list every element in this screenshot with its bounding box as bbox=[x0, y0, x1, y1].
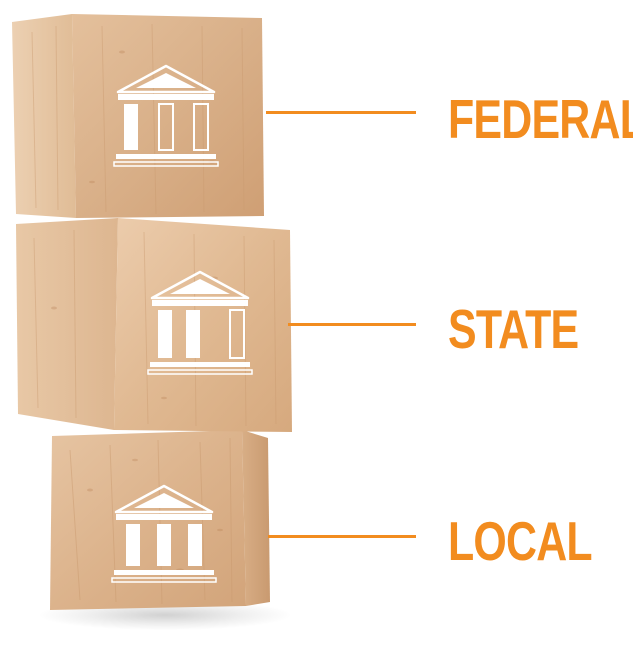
government-building-icon bbox=[113, 64, 219, 167]
connector-line-state bbox=[288, 323, 416, 326]
wood-block-federal bbox=[12, 12, 268, 226]
level-label-federal: FEDERAL bbox=[448, 88, 633, 150]
government-building-icon bbox=[111, 484, 217, 583]
wood-block-state bbox=[14, 218, 296, 440]
connector-line-federal bbox=[266, 111, 416, 114]
level-label-state: STATE bbox=[448, 298, 579, 360]
wood-block-local bbox=[40, 430, 272, 616]
government-building-icon bbox=[147, 270, 253, 375]
level-label-local: LOCAL bbox=[448, 510, 593, 572]
connector-line-local bbox=[268, 535, 416, 538]
